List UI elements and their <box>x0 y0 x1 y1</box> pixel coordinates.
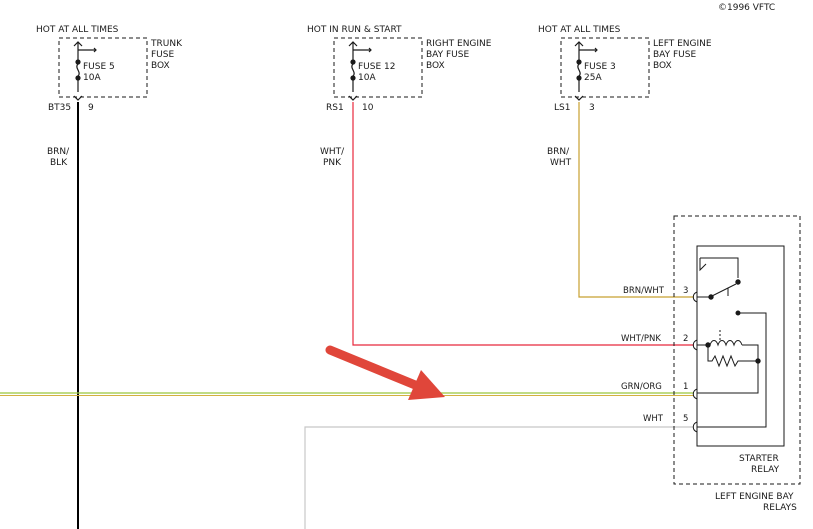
box-line-2: BAY FUSE <box>426 50 469 60</box>
wire-wht-pnk <box>352 102 694 346</box>
pin-wire-label: WHT <box>643 414 664 424</box>
wire-color-line-2: WHT <box>550 158 572 168</box>
fuse-box-outline <box>333 37 423 98</box>
fuse-symbol <box>348 41 372 101</box>
relay-name-line-1: STARTER <box>739 454 779 464</box>
wire-wht <box>304 426 694 529</box>
fuse-rating: 25A <box>584 73 602 83</box>
wire-color-line-2: PNK <box>323 158 342 168</box>
pin-wire-label: BRN/WHT <box>623 286 665 296</box>
relay-name-line-2: RELAY <box>751 465 780 475</box>
relay-pin-3: BRN/WHT 3 <box>623 286 698 303</box>
fuse-rating: 10A <box>83 73 101 83</box>
box-line-2: BAY FUSE <box>653 50 696 60</box>
fuse-box-outline <box>560 37 650 98</box>
relay-pin-1: GRN/ORG 1 <box>621 382 698 400</box>
relay-pin-2: WHT/PNK 2 <box>621 334 698 351</box>
box-line-3: BOX <box>426 61 445 71</box>
fuse-symbol <box>574 41 598 101</box>
relay-location-line-2: RELAYS <box>763 503 797 513</box>
fuse-group-right-engine-bay: HOT IN RUN & START FUSE 12 10A RIGHT ENG… <box>307 25 694 346</box>
pin-number: 9 <box>88 103 94 113</box>
wire-color-line-1: BRN/ <box>47 147 70 157</box>
annotation-arrow <box>325 345 445 400</box>
fuse-symbol <box>73 41 97 101</box>
pin-number: 2 <box>683 334 688 344</box>
pin-number: 10 <box>362 103 374 113</box>
box-line-3: BOX <box>653 61 672 71</box>
fuse-rating: 10A <box>358 73 376 83</box>
fuse-label: FUSE 5 <box>83 62 115 72</box>
box-line-1: RIGHT ENGINE <box>426 39 492 49</box>
pin-number: 3 <box>589 103 595 113</box>
pin-number: 1 <box>683 382 688 392</box>
wire-brn-wht <box>578 102 694 298</box>
fuse-box-outline <box>58 37 148 98</box>
connector-id: RS1 <box>326 103 344 113</box>
relay-pin-5: WHT 5 <box>643 414 698 433</box>
box-line-1: TRUNK <box>150 39 183 49</box>
box-line-3: BOX <box>151 61 170 71</box>
pin-number: 5 <box>683 414 688 424</box>
fuse-label: FUSE 3 <box>584 62 616 72</box>
pin-wire-label: WHT/PNK <box>621 334 661 344</box>
pin-number: 3 <box>683 286 688 296</box>
relay-body <box>696 245 785 447</box>
fuse-label: FUSE 12 <box>358 62 395 72</box>
wire-color-line-1: BRN/ <box>547 147 570 157</box>
fuse-group-left-engine-bay: HOT AT ALL TIMES FUSE 3 25A LEFT ENGINE … <box>538 25 712 298</box>
box-line-1: LEFT ENGINE <box>653 39 712 49</box>
wire-color-line-2: BLK <box>50 158 68 168</box>
pin-wire-label: GRN/ORG <box>621 382 662 392</box>
wire-color-line-1: WHT/ <box>320 147 345 157</box>
hot-label: HOT AT ALL TIMES <box>538 25 621 35</box>
hot-label: HOT AT ALL TIMES <box>36 25 119 35</box>
connector-id: BT35 <box>48 103 71 113</box>
box-line-2: FUSE <box>151 50 174 60</box>
relay-location-line-1: LEFT ENGINE BAY <box>715 492 794 502</box>
copyright-text: ©1996 VFTC <box>718 3 775 13</box>
connector-id: LS1 <box>554 103 570 113</box>
fuse-group-trunk: HOT AT ALL TIMES FUSE 5 10A TRUNK FUSE B… <box>36 25 183 529</box>
hot-label: HOT IN RUN & START <box>307 25 402 35</box>
relay-enclosure-outline <box>673 215 801 485</box>
relay-internal-circuit <box>697 257 767 428</box>
